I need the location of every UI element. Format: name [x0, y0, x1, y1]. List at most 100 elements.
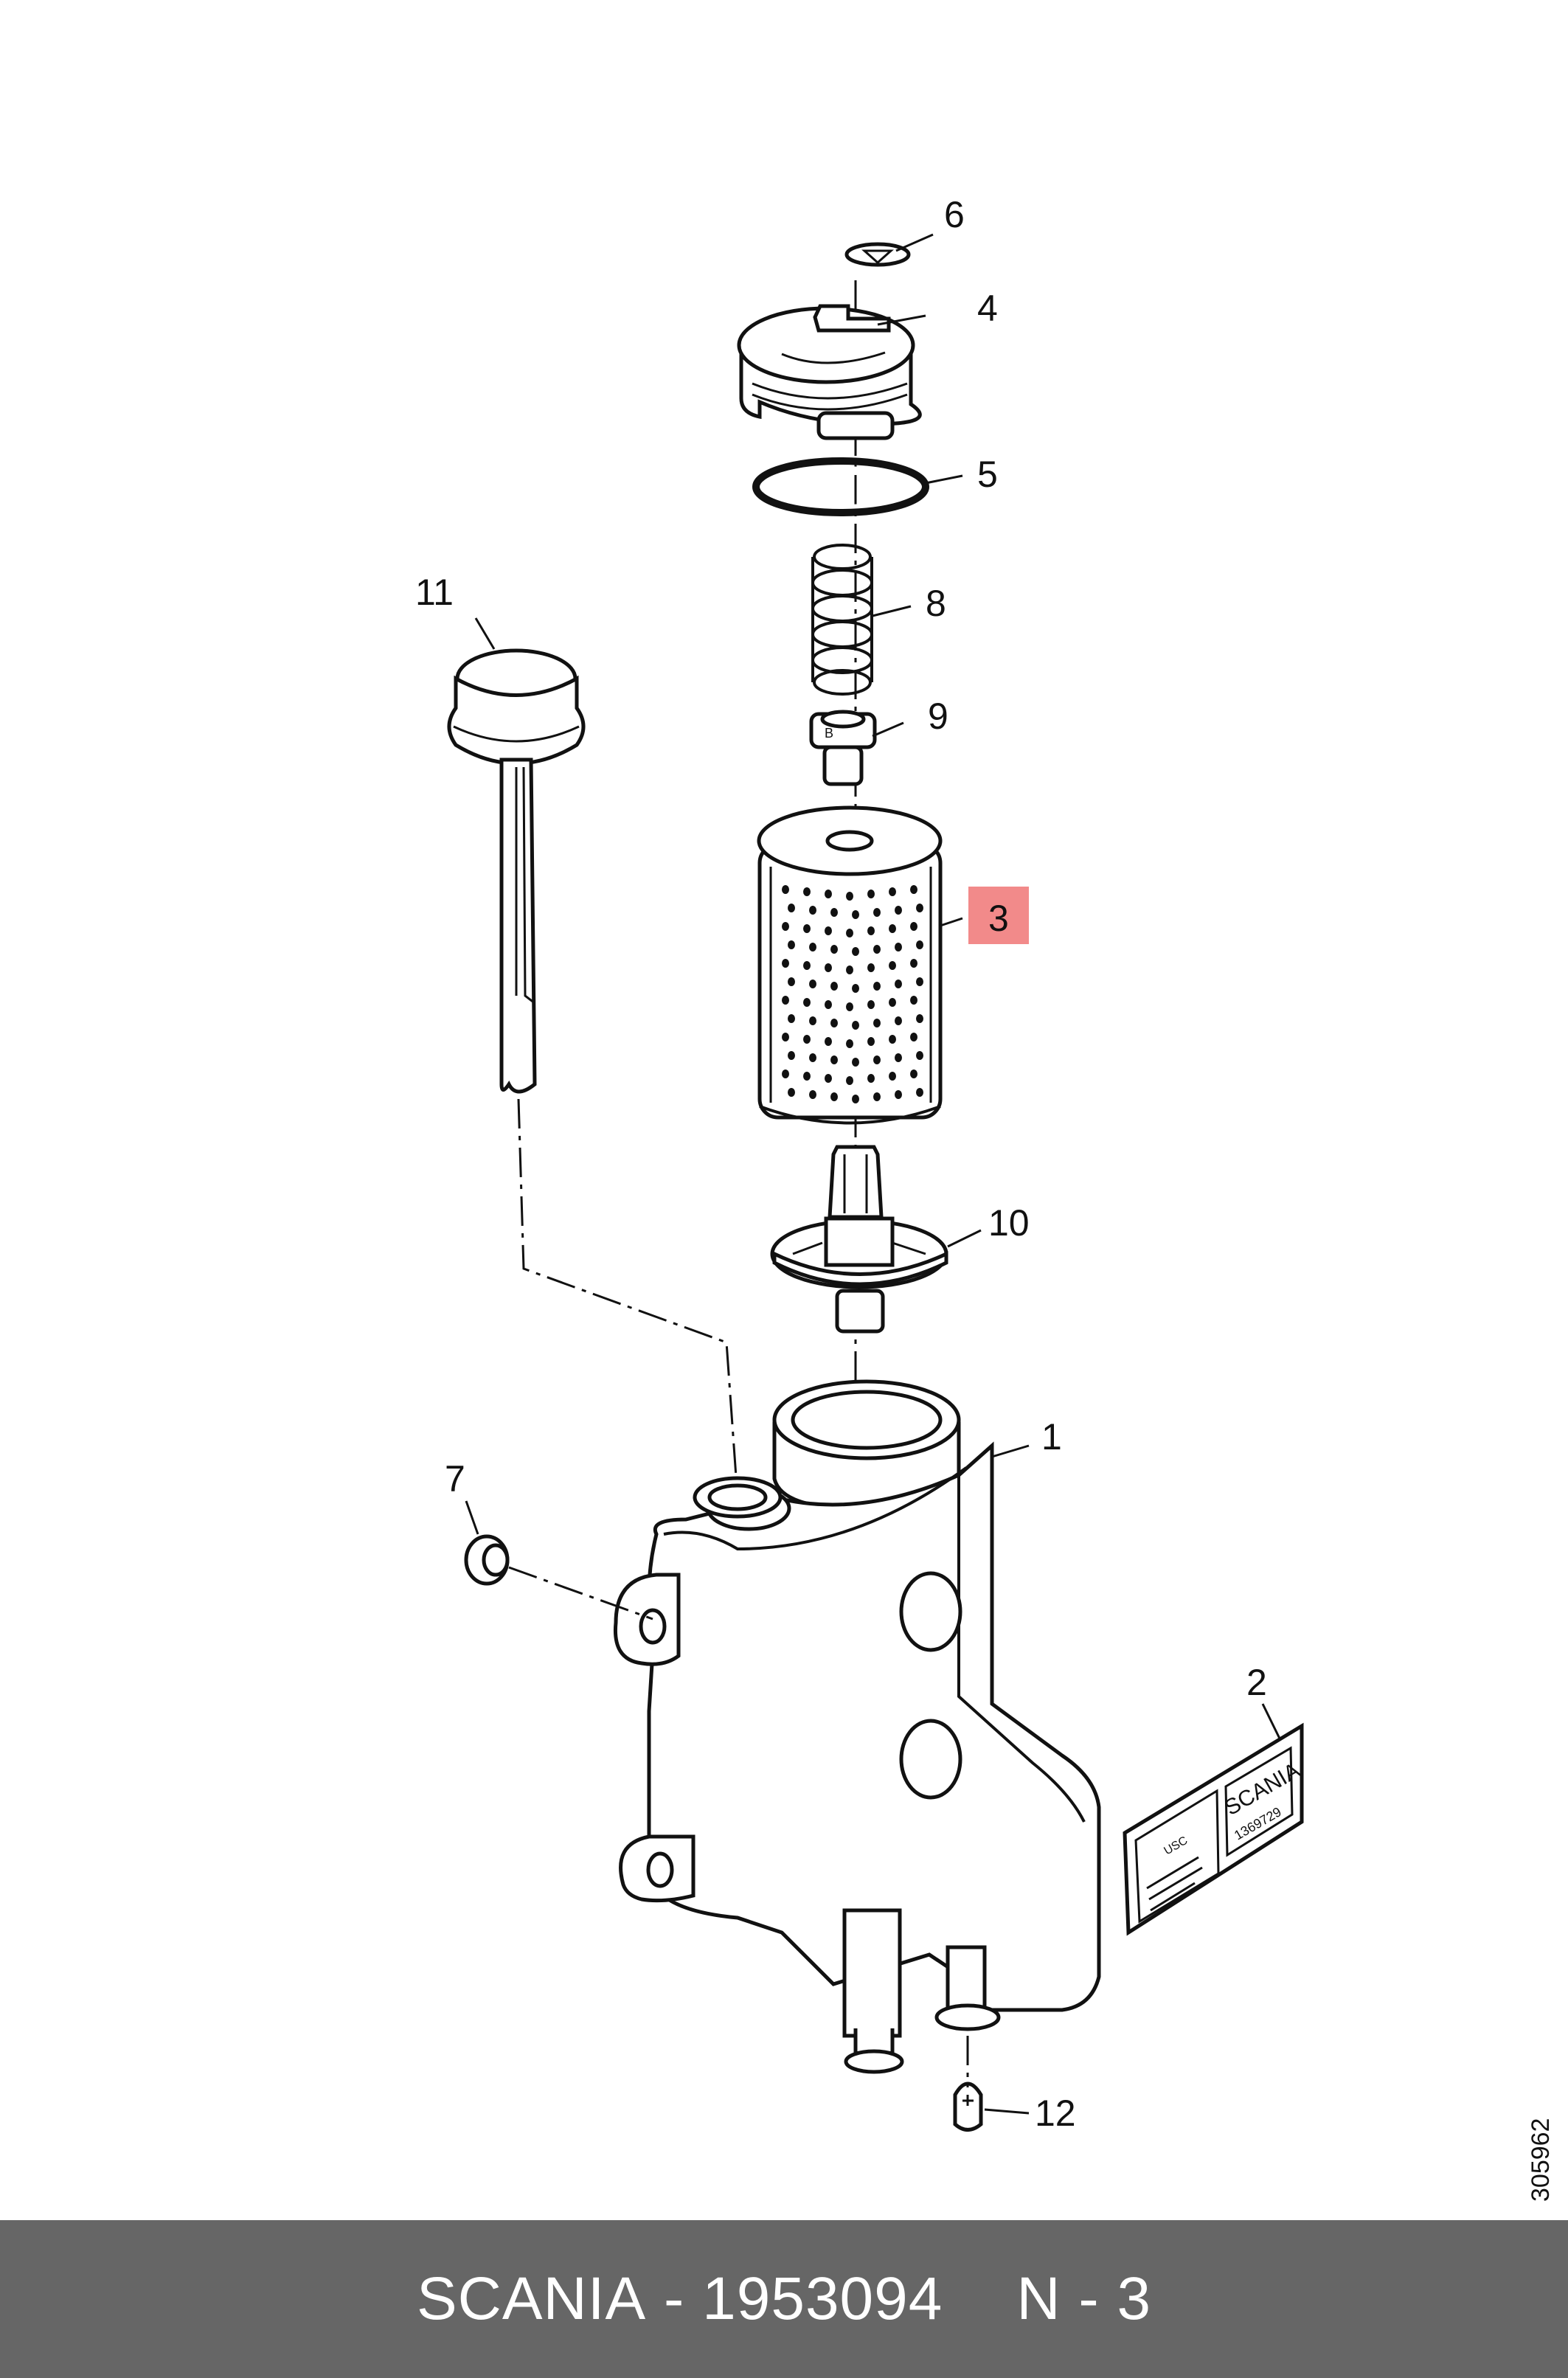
filter-hole: [852, 1021, 859, 1030]
filter-hole: [852, 984, 859, 993]
filter-hole: [803, 961, 811, 970]
dipstick-axis-line: [517, 1098, 739, 1498]
filter-hole: [895, 906, 902, 915]
filter-hole: [910, 1033, 917, 1041]
part-2-label-plate: SCANIA 1369729 USC: [1123, 1722, 1304, 1936]
filter-hole: [916, 1051, 923, 1060]
filter-hole: [846, 1076, 853, 1085]
filter-hole: [873, 1055, 881, 1064]
filter-hole: [825, 1074, 832, 1083]
part-3-filter-element: [757, 805, 943, 1125]
filter-hole: [889, 961, 896, 970]
filter-hole: [782, 922, 789, 931]
filter-hole: [782, 959, 789, 968]
filter-hole: [846, 1039, 853, 1048]
callout-12: 12: [1035, 2093, 1076, 2134]
filter-hole: [788, 904, 795, 912]
callout-4: 4: [977, 288, 998, 329]
drawing-number: 305962: [1527, 2118, 1555, 2202]
filter-hole: [830, 1019, 838, 1027]
filter-hole: [825, 1037, 832, 1046]
filter-hole: [803, 1035, 811, 1044]
filter-hole: [910, 959, 917, 968]
filter-hole: [895, 1016, 902, 1025]
footer-part-number: 1953094: [702, 2265, 943, 2332]
filter-hole: [809, 980, 816, 988]
filter-hole: [830, 982, 838, 991]
filter-hole: [852, 947, 859, 956]
filter-hole: [916, 904, 923, 912]
filter-hole: [825, 963, 832, 972]
filter-hole: [809, 1016, 816, 1025]
footer-bar: SCANIA - 1953094 N - 3: [0, 2220, 1568, 2378]
filter-hole: [830, 1092, 838, 1101]
filter-hole: [867, 1000, 875, 1009]
filter-hole: [873, 945, 881, 954]
filter-hole: [889, 887, 896, 896]
filter-hole: [809, 1090, 816, 1099]
part-9-valve: B: [809, 710, 877, 786]
filter-hole: [830, 908, 838, 917]
filter-hole: [809, 943, 816, 951]
filter-hole: [916, 1014, 923, 1023]
filter-hole: [852, 910, 859, 919]
filter-hole: [803, 887, 811, 896]
filter-hole: [889, 924, 896, 933]
filter-hole: [867, 963, 875, 972]
footer-brand: SCANIA: [416, 2265, 647, 2332]
filter-hole: [895, 980, 902, 988]
filter-hole: [910, 1070, 917, 1078]
part-4-filler-cap: [737, 304, 922, 440]
filter-hole: [867, 1037, 875, 1046]
filter-hole: [830, 1055, 838, 1064]
callout-9: 9: [928, 696, 948, 737]
part-12-plug: [953, 2081, 983, 2132]
svg-text:B: B: [825, 726, 833, 741]
filter-hole: [916, 977, 923, 986]
filter-hole: [910, 996, 917, 1005]
filter-hole: [803, 924, 811, 933]
part-6-cap-insert: [844, 242, 911, 267]
highlight-callout-3: [968, 887, 1029, 944]
filter-hole: [803, 998, 811, 1007]
filter-hole: [825, 890, 832, 898]
filter-hole: [910, 922, 917, 931]
filter-hole: [916, 1088, 923, 1097]
callout-6: 6: [944, 194, 965, 235]
filter-hole: [916, 940, 923, 949]
filter-hole: [809, 1053, 816, 1062]
filter-hole: [788, 1088, 795, 1097]
filter-hole: [910, 885, 917, 894]
callout-5: 5: [977, 454, 998, 495]
filter-hole: [803, 1072, 811, 1081]
part-5-o-ring: [752, 457, 929, 516]
callout-2: 2: [1246, 1662, 1267, 1703]
filter-hole: [825, 1000, 832, 1009]
footer-position: N - 3: [1016, 2265, 1152, 2332]
filter-hole: [846, 892, 853, 901]
filter-hole: [846, 966, 853, 974]
filter-hole: [825, 926, 832, 935]
filter-hole: [852, 1058, 859, 1067]
filter-hole: [867, 1074, 875, 1083]
callout-3: 3: [988, 898, 1009, 939]
washer-axis-line: [508, 1566, 653, 1620]
part-11-dipstick: [447, 648, 586, 1094]
filter-hole: [873, 1092, 881, 1101]
filter-hole: [873, 908, 881, 917]
filter-hole: [830, 945, 838, 954]
filter-hole: [782, 1033, 789, 1041]
callout-7: 7: [445, 1458, 465, 1500]
filter-hole: [788, 1014, 795, 1023]
filter-hole: [788, 940, 795, 949]
part-7-washer: [464, 1534, 510, 1586]
part-8-spring: [811, 544, 873, 696]
filter-hole: [895, 943, 902, 951]
filter-hole: [846, 929, 853, 937]
footer-separator: -: [646, 2265, 703, 2332]
filter-hole: [873, 982, 881, 991]
callout-1: 1: [1041, 1416, 1062, 1457]
filter-hole: [782, 885, 789, 894]
filter-hole: [873, 1019, 881, 1027]
filter-hole: [852, 1095, 859, 1103]
